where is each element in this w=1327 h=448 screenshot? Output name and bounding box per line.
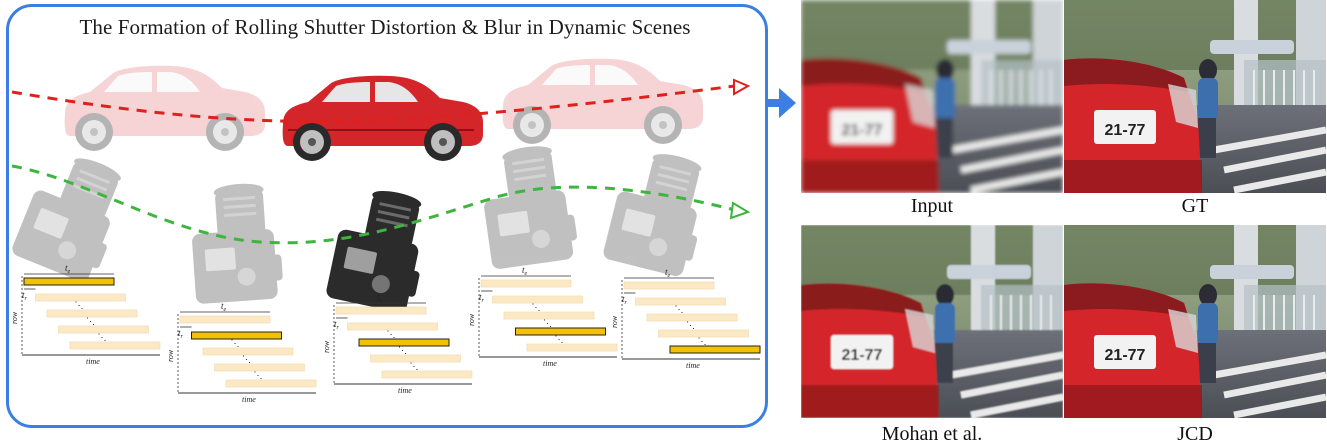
time-axis-label: time xyxy=(686,361,700,370)
camera-faded-1 xyxy=(9,144,136,287)
camera-faded-5 xyxy=(601,144,716,280)
camera-trajectory-arrowhead xyxy=(729,201,751,220)
readout-label: tr xyxy=(334,319,340,331)
readout-label: tr xyxy=(22,290,28,302)
formation-panel xyxy=(6,4,768,428)
time-axis-label: time xyxy=(242,395,256,404)
car-faded-left xyxy=(64,65,266,151)
exposure-row xyxy=(202,347,294,356)
row-axis-label: row xyxy=(322,340,331,353)
exposure-row xyxy=(35,293,126,302)
svg-text:21-77: 21-77 xyxy=(1105,347,1146,364)
row-ellipsis: ⋱ xyxy=(231,338,240,348)
exposure-row xyxy=(225,379,317,388)
exposure-row xyxy=(480,279,572,288)
exposure-label: te xyxy=(665,267,671,279)
exposure-row xyxy=(214,363,305,372)
exposure-row xyxy=(669,345,761,354)
svg-text:21-77: 21-77 xyxy=(842,122,883,139)
row-ellipsis: ⋱ xyxy=(254,370,263,380)
row-axis-label: row xyxy=(610,315,619,328)
photo-mohan: 21-77 xyxy=(801,225,1063,418)
photo-label-jcd: JCD xyxy=(1177,423,1213,445)
svg-text:21-77: 21-77 xyxy=(842,347,883,364)
exposure-row xyxy=(658,329,749,338)
car-trajectory-arrowhead xyxy=(733,78,751,96)
time-axis-label: time xyxy=(86,357,100,366)
exposure-row xyxy=(179,315,271,324)
row-ellipsis: ⋱ xyxy=(532,302,541,312)
svg-text:21-77: 21-77 xyxy=(1105,122,1146,139)
photo-jcd: 21-77 xyxy=(1064,225,1326,418)
photo-label-input: Input xyxy=(910,195,954,217)
row-axis-label: row xyxy=(10,311,19,324)
exposure-row xyxy=(526,343,618,352)
readout-label: tr xyxy=(622,294,628,306)
row-ellipsis: ⋱ xyxy=(75,300,84,310)
exposure-row xyxy=(347,322,438,331)
diagram-title: The Formation of Rolling Shutter Distort… xyxy=(79,15,691,39)
car-trajectory xyxy=(11,84,736,124)
exposure-row xyxy=(335,306,427,315)
readout-label: tr xyxy=(178,328,184,340)
exposure-label: te xyxy=(221,301,227,313)
exposure-label: te xyxy=(522,265,528,277)
row-ellipsis: ⋱ xyxy=(698,336,707,346)
row-ellipsis: ⋱ xyxy=(675,304,684,314)
exposure-row xyxy=(191,331,282,340)
camera-active xyxy=(325,182,436,316)
exposure-row xyxy=(623,281,715,290)
row-ellipsis: ⋱ xyxy=(686,320,695,330)
photo-input: 21-77 xyxy=(801,0,1063,193)
exposure-label: te xyxy=(65,263,71,275)
row-ellipsis: ⋱ xyxy=(98,332,107,342)
exposure-row xyxy=(69,341,161,350)
exposure-row xyxy=(635,297,726,306)
photo-label-gt: GT xyxy=(1181,195,1209,217)
exposure-row xyxy=(503,311,595,320)
row-ellipsis: ⋱ xyxy=(410,361,419,371)
row-ellipsis: ⋱ xyxy=(242,354,251,364)
row-ellipsis: ⋱ xyxy=(398,345,407,355)
exposure-row xyxy=(381,370,473,379)
exposure-row xyxy=(46,309,138,318)
exposure-row xyxy=(492,295,583,304)
exposure-row xyxy=(370,354,461,363)
row-ellipsis: ⋱ xyxy=(543,318,552,328)
car-faded-right xyxy=(502,58,703,144)
exposure-row xyxy=(58,325,149,334)
car-active xyxy=(282,75,483,161)
row-ellipsis: ⋱ xyxy=(86,316,95,326)
row-axis-label: row xyxy=(467,313,476,326)
row-ellipsis: ⋱ xyxy=(387,329,396,339)
readout-label: tr xyxy=(479,292,485,304)
time-axis-label: time xyxy=(398,386,412,395)
photo-label-mohan: Mohan et al. xyxy=(881,423,983,445)
exposure-row xyxy=(646,313,738,322)
exposure-label: te xyxy=(377,292,383,304)
formation-diagram: te⋱⋱⋱trrowtimete⋱⋱⋱trrowtimete⋱⋱⋱trrowti… xyxy=(9,58,796,404)
row-axis-label: row xyxy=(166,349,175,362)
camera-faded-4 xyxy=(476,141,581,270)
exposure-row xyxy=(515,327,606,336)
row-ellipsis: ⋱ xyxy=(555,334,564,344)
exposure-row xyxy=(358,338,450,347)
exposure-row xyxy=(23,277,115,286)
photo-gt: 21-77 xyxy=(1064,0,1326,193)
timing-diagrams: te⋱⋱⋱trrowtimete⋱⋱⋱trrowtimete⋱⋱⋱trrowti… xyxy=(10,263,761,404)
right-arrow-icon xyxy=(768,88,796,118)
time-axis-label: time xyxy=(543,359,557,368)
